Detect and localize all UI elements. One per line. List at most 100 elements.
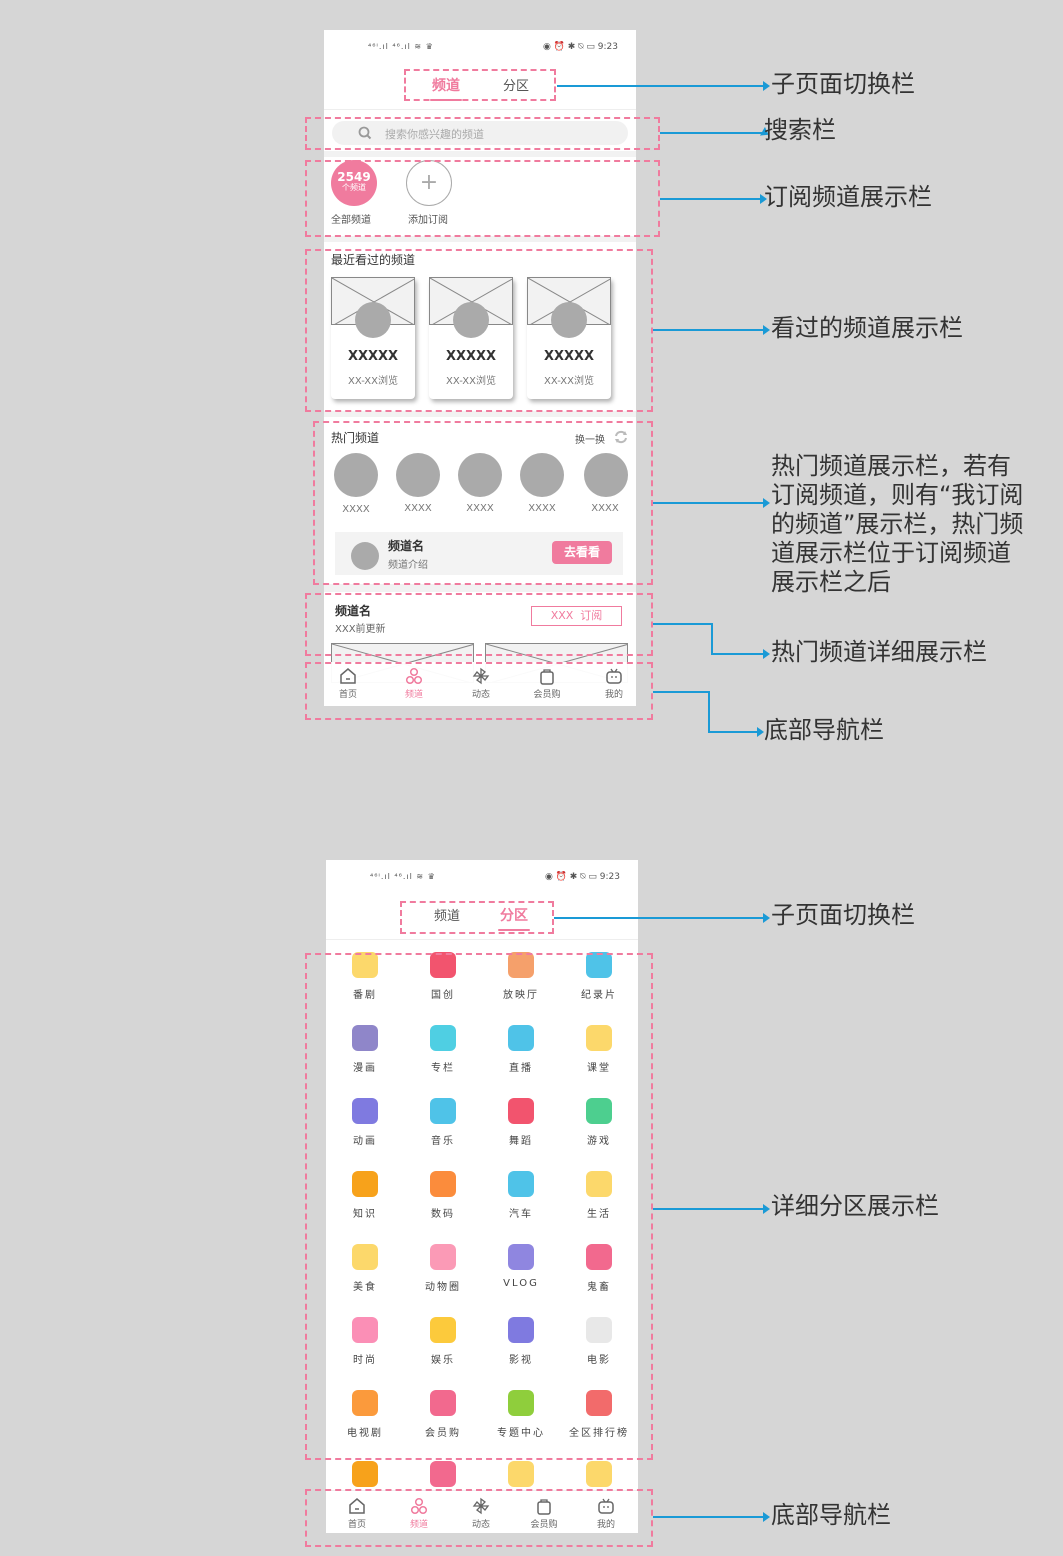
- hot-channel-avatar[interactable]: [458, 453, 502, 497]
- recent-card[interactable]: XXXXX XX-XX浏览: [429, 277, 513, 399]
- all-channels-button[interactable]: 2549 个频道: [331, 160, 377, 206]
- category-item[interactable]: 漫画: [326, 1025, 404, 1074]
- connector-line: [653, 1516, 764, 1518]
- category-item[interactable]: 放映厅: [482, 952, 560, 1001]
- category-item[interactable]: 娱乐: [404, 1317, 482, 1366]
- category-item[interactable]: 美食: [326, 1244, 404, 1293]
- add-subscription-label: 添加订阅: [408, 215, 448, 226]
- recent-card[interactable]: XXXXX XX-XX浏览: [331, 277, 415, 399]
- arrow-icon: [763, 1204, 770, 1214]
- category-icon: [352, 1390, 378, 1416]
- category-item[interactable]: 番剧: [326, 952, 404, 1001]
- category-label: 放映厅: [503, 990, 539, 1001]
- nav-channel[interactable]: 频道: [394, 667, 434, 700]
- hot-channel-avatar[interactable]: [396, 453, 440, 497]
- home-icon: [340, 668, 356, 684]
- category-item[interactable]: 时尚: [326, 1317, 404, 1366]
- pinwheel-icon: [472, 667, 490, 685]
- nav-shop[interactable]: 会员购: [527, 667, 567, 700]
- category-item[interactable]: 专题中心: [482, 1390, 560, 1439]
- category-icon-partial[interactable]: [586, 1461, 612, 1487]
- category-label: 动物圈: [425, 1282, 461, 1293]
- category-item[interactable]: 动物圈: [404, 1244, 482, 1293]
- connector-line: [557, 85, 765, 87]
- nav-label: 首页: [338, 690, 357, 700]
- refresh-icon[interactable]: [614, 430, 628, 444]
- hot-channel-avatar[interactable]: [584, 453, 628, 497]
- category-label: 舞蹈: [509, 1136, 533, 1147]
- nav-shop[interactable]: 会员购: [524, 1497, 564, 1530]
- nav-home[interactable]: 首页: [328, 667, 368, 700]
- category-item[interactable]: 音乐: [404, 1098, 482, 1147]
- category-item[interactable]: 全区排行榜: [560, 1390, 638, 1439]
- category-item[interactable]: 电影: [560, 1317, 638, 1366]
- category-icon: [430, 1244, 456, 1270]
- connector-line: [653, 1208, 764, 1210]
- category-icon: [508, 1171, 534, 1197]
- category-label: 生活: [587, 1209, 611, 1220]
- arrow-icon: [763, 649, 770, 659]
- category-item[interactable]: 电视剧: [326, 1390, 404, 1439]
- category-item[interactable]: 舞蹈: [482, 1098, 560, 1147]
- connector-line: [708, 691, 710, 733]
- nav-dynamic[interactable]: 动态: [461, 1497, 501, 1530]
- category-item[interactable]: 国创: [404, 952, 482, 1001]
- category-item[interactable]: 动画: [326, 1098, 404, 1147]
- hot-channel-avatar[interactable]: [520, 453, 564, 497]
- category-item[interactable]: VLOG: [482, 1244, 560, 1289]
- recent-card[interactable]: XXXXX XX-XX浏览: [527, 277, 611, 399]
- category-item[interactable]: 数码: [404, 1171, 482, 1220]
- nav-mine[interactable]: 我的: [594, 667, 634, 700]
- nav-label: 我的: [596, 1520, 615, 1530]
- category-icon: [586, 1244, 612, 1270]
- tab-zone[interactable]: 分区: [503, 79, 530, 94]
- category-icon: [430, 952, 456, 978]
- category-label: 美食: [353, 1282, 377, 1293]
- category-item[interactable]: 鬼畜: [560, 1244, 638, 1293]
- header-divider: [324, 109, 636, 110]
- category-item[interactable]: 专栏: [404, 1025, 482, 1074]
- annotation-search: 搜索栏: [764, 116, 836, 144]
- hot-channel-avatar[interactable]: [334, 453, 378, 497]
- subscribe-button[interactable]: XXX 订阅: [531, 606, 622, 626]
- recommended-channel[interactable]: 频道名 频道介绍 去看看: [335, 532, 623, 575]
- refresh-button[interactable]: 换一换: [575, 435, 605, 446]
- nav-mine[interactable]: 我的: [586, 1497, 626, 1530]
- category-icon-partial[interactable]: [430, 1461, 456, 1487]
- recent-divider: [324, 411, 636, 417]
- category-item[interactable]: 游戏: [560, 1098, 638, 1147]
- tab-channel[interactable]: 频道: [430, 75, 462, 101]
- recommended-name: 频道名: [388, 539, 425, 553]
- nav-channel[interactable]: 频道: [399, 1497, 439, 1530]
- category-item[interactable]: 影视: [482, 1317, 560, 1366]
- tab-channel[interactable]: 频道: [434, 909, 461, 924]
- category-item[interactable]: 知识: [326, 1171, 404, 1220]
- category-icon-partial[interactable]: [352, 1461, 378, 1487]
- category-icon: [352, 1244, 378, 1270]
- category-item[interactable]: 直播: [482, 1025, 560, 1074]
- category-label: 时尚: [353, 1355, 377, 1366]
- category-label: 动画: [353, 1136, 377, 1147]
- annotation-tab-switch: 子页面切换栏: [771, 70, 915, 98]
- category-label: 汽车: [509, 1209, 533, 1220]
- tab-zone[interactable]: 分区: [498, 905, 530, 931]
- nav-dynamic[interactable]: 动态: [461, 667, 501, 700]
- category-label: VLOG: [503, 1278, 539, 1289]
- category-item[interactable]: 汽车: [482, 1171, 560, 1220]
- status-icons: ◉ ⏰ ✱ ⍉ ▭: [544, 872, 597, 882]
- arrow-icon: [763, 1512, 770, 1522]
- connector-line: [711, 623, 713, 655]
- search-input[interactable]: 搜索你感兴趣的频道: [332, 121, 628, 145]
- go-watch-button[interactable]: 去看看: [552, 541, 612, 564]
- nav-home[interactable]: 首页: [337, 1497, 377, 1530]
- category-item[interactable]: 会员购: [404, 1390, 482, 1439]
- annotation-line: 订阅频道，则有“我订阅: [771, 481, 1024, 509]
- add-subscription-button[interactable]: +: [406, 160, 452, 206]
- category-item[interactable]: 纪录片: [560, 952, 638, 1001]
- home-icon: [349, 1498, 365, 1514]
- category-item[interactable]: 课堂: [560, 1025, 638, 1074]
- channel-avatar: [551, 302, 587, 338]
- category-item[interactable]: 生活: [560, 1171, 638, 1220]
- category-icon-partial[interactable]: [508, 1461, 534, 1487]
- category-label: 音乐: [431, 1136, 455, 1147]
